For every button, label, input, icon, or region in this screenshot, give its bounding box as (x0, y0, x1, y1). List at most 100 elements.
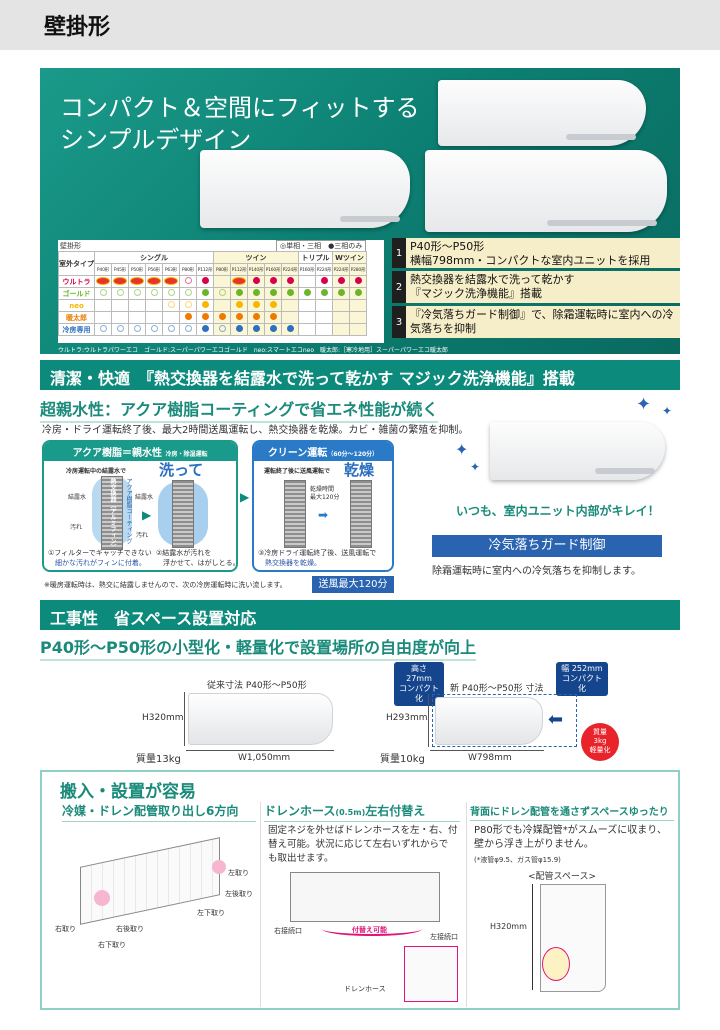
table-cell (213, 311, 231, 324)
open-circle-icon (218, 289, 226, 296)
model-column-header: P224形 (281, 263, 299, 276)
table-cell (264, 323, 282, 336)
table-cell (349, 323, 367, 336)
caption: ①フィルターでキャッチできない (48, 549, 152, 557)
wash-label: 洗って (159, 461, 204, 479)
table-cell (145, 275, 163, 288)
height-dimension-line (532, 884, 533, 990)
callout-text: 高さ 27mm (406, 664, 432, 683)
ac-unit-image (200, 150, 410, 228)
filled-circle-icon (269, 289, 277, 296)
title-text: (0.5m) (335, 808, 366, 817)
filled-circle-icon (201, 289, 209, 296)
model-column-header: P160形 (264, 263, 282, 276)
badge-text: 3kg (593, 737, 607, 745)
direction-label: 右下取り (98, 941, 126, 949)
callout-text: 幅 252mm (561, 664, 603, 673)
table-cell (315, 287, 333, 300)
panel-title: 搬入・設置が容易 (60, 782, 196, 802)
dew-label: 結露水 (68, 494, 87, 501)
section-body: 冷房・ドライ運転終了後、最大2時間送風運転し、熱交換器を乾燥。カビ・雑菌の繁殖を… (42, 425, 469, 436)
table-cell (230, 299, 248, 312)
table-title: 壁掛形 (60, 242, 81, 250)
row-label: neo (58, 299, 95, 312)
height-dimension-line (184, 692, 185, 746)
caption: 熱交換器を乾燥。 (265, 559, 321, 567)
model-column-header: P80形 (213, 263, 231, 276)
table-cell (128, 323, 146, 336)
open-circle-icon (99, 289, 107, 296)
filled-circle-icon (235, 289, 243, 296)
filled-circle-icon (286, 289, 294, 296)
table-cell (349, 275, 367, 288)
table-cell (332, 299, 350, 312)
diagram-subtitle: 冷房・除湿運転 (165, 451, 208, 458)
feature-text: P40形〜P50形 (410, 240, 485, 253)
table-cell (162, 275, 180, 288)
col2-body: 替え可能。状況に応じて左右いずれからで (268, 839, 449, 850)
sparkle-icon: ✦ (662, 404, 673, 418)
filled-circle-icon (252, 277, 260, 284)
table-cell (111, 323, 129, 336)
dry-label: 乾燥 (344, 461, 375, 479)
col3-title: 背面にドレン配管を通さずスペースゆったり (470, 803, 674, 821)
table-cell (162, 323, 180, 336)
diagram-title: クリーン運転 (267, 448, 328, 459)
model-column-header: P224形 (315, 263, 333, 276)
table-cell (111, 311, 129, 324)
divider (260, 802, 261, 1007)
model-column-header: P50形 (128, 263, 146, 276)
table-cell (264, 299, 282, 312)
filled-circle-icon (269, 325, 277, 332)
model-column-header: P112形 (196, 263, 214, 276)
open-circle-icon (150, 325, 158, 332)
diagram-label: 運転終了後に送風運転で (264, 468, 331, 475)
model-column-header: P45形 (111, 263, 129, 276)
model-column-header: P56形 (145, 263, 163, 276)
super-badge-icon (96, 276, 110, 285)
table-cell (179, 299, 197, 312)
pipe-highlight (94, 890, 110, 906)
col1-title: 冷媒・ドレン配管取り出し6方向 (62, 802, 256, 822)
table-cell (247, 323, 265, 336)
open-circle-icon (116, 325, 124, 332)
title-text: ドレンホース (264, 804, 336, 818)
open-circle-icon (99, 325, 107, 332)
col3-body: P80形でも冷媒配管*がスムーズに収まり、 (474, 825, 667, 836)
side-height: H320mm (490, 922, 527, 931)
table-cell (315, 311, 333, 324)
swap-arrow (322, 922, 422, 936)
caption: ③冷房ドライ運転終了後、送風運転で (258, 549, 377, 557)
pipe-space-highlight (542, 947, 570, 981)
filled-circle-icon (201, 301, 209, 308)
table-cell (230, 287, 248, 300)
table-cell (162, 311, 180, 324)
title-text: 左右付替え (365, 804, 426, 818)
table-cell (145, 323, 163, 336)
table-cell (94, 311, 112, 324)
feature-number: 2 (392, 271, 406, 303)
open-circle-icon (167, 325, 175, 332)
feature-text: 横幅798mm・コンパクトな室内ユニットを採用 (410, 254, 651, 267)
ac-unit-image (438, 80, 646, 146)
clean-tagline: いつも、室内ユニット内部がキレイ！ (456, 504, 660, 518)
table-cell (94, 323, 112, 336)
table-cell (196, 275, 214, 288)
heat-exchanger-label: 熱交換器（アルミフィン） (109, 478, 116, 550)
model-column-header: P160形 (298, 263, 316, 276)
section-subheading: 超親水性：アクア樹脂コーティングで省エネ性能が続く (40, 396, 439, 423)
open-circle-icon (218, 325, 226, 332)
filled-circle-icon (252, 289, 260, 296)
filled-circle-icon (354, 277, 362, 284)
direction-label: 右後取り (116, 925, 144, 933)
arrow-left-icon: ⬅ (548, 709, 564, 730)
new-width: W798mm (468, 753, 512, 763)
section-subheading: P40形〜P50形の小型化・軽量化で設置場所の自由度が向上 (40, 634, 476, 661)
table-cell (281, 299, 299, 312)
table-cell (298, 299, 316, 312)
table-cell (179, 311, 197, 324)
feature-text: 『マジック洗浄機能』搭載 (410, 287, 542, 300)
table-cell (332, 311, 350, 324)
table-footnote: ウルトラ:ウルトラパワーエコ ゴールド:スーパーパワーエコゴールド neo:スマ… (58, 347, 448, 354)
table-cell (298, 275, 316, 288)
